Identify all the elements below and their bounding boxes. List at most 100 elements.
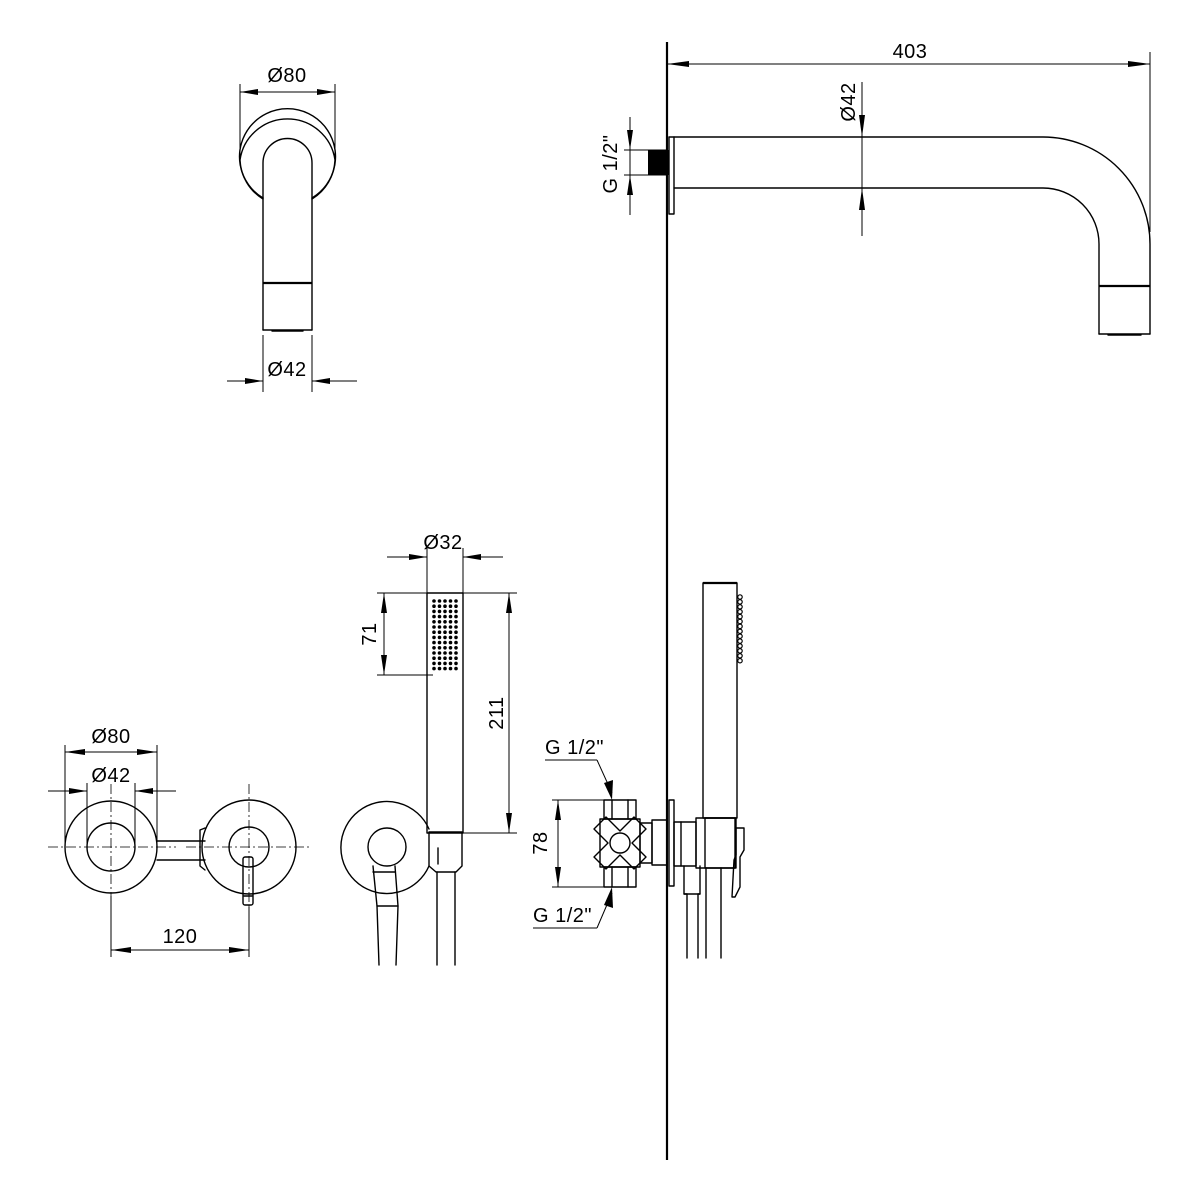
nozzle-dot xyxy=(432,656,436,660)
handshower-front-view xyxy=(340,592,464,966)
side-nozzle-dot xyxy=(737,613,743,620)
nozzle-dot xyxy=(432,614,436,619)
nozzle-dot xyxy=(454,640,458,645)
nozzle-dot xyxy=(437,656,442,660)
dim-top-left-80: Ø80 xyxy=(239,65,336,160)
handshower-nozzle-grid xyxy=(432,599,458,671)
nozzle-dot xyxy=(448,614,453,619)
nozzle-dot xyxy=(454,599,458,603)
nozzle-dot xyxy=(454,646,458,650)
nozzle-dot xyxy=(432,666,436,671)
dim-mixer-42: Ø42 xyxy=(48,765,176,847)
nozzle-dot xyxy=(443,640,447,645)
nozzle-dot xyxy=(437,625,442,629)
nozzle-dot xyxy=(443,651,447,655)
nozzle-dot xyxy=(437,599,442,603)
nozzle-dot xyxy=(443,666,447,671)
spout-front-view xyxy=(238,108,337,332)
dim-top-left-42: Ø42 xyxy=(227,335,357,392)
nozzle-dot xyxy=(437,651,442,655)
nozzle-dot xyxy=(448,640,453,645)
nozzle-dot xyxy=(443,661,447,666)
nozzle-dot xyxy=(432,599,436,603)
nozzle-dot xyxy=(432,630,436,634)
nozzle-dot xyxy=(448,625,453,629)
nozzle-dot xyxy=(454,651,458,655)
dim-label-top-left-42: Ø42 xyxy=(267,359,306,381)
handshower-side-nozzles xyxy=(737,594,743,664)
nozzle-dot xyxy=(454,656,458,660)
dim-mixer-80: Ø80 xyxy=(64,726,158,847)
side-nozzle-dot xyxy=(737,652,743,659)
nozzle-dot xyxy=(454,614,458,619)
nozzle-dot xyxy=(454,635,458,640)
side-nozzle-dot xyxy=(737,633,743,640)
side-nozzle-dot xyxy=(737,603,743,610)
dim-label-valve-bottom: G 1/2" xyxy=(533,905,592,927)
nozzle-dot xyxy=(432,609,436,614)
nozzle-dot xyxy=(448,635,453,640)
nozzle-dot xyxy=(443,646,447,650)
side-nozzle-dot xyxy=(737,643,743,649)
nozzle-dot xyxy=(437,666,442,671)
nozzle-dot xyxy=(437,640,442,645)
nozzle-dot xyxy=(448,599,453,603)
nozzle-dot xyxy=(454,630,458,634)
dim-handshower-32: Ø32 xyxy=(387,532,503,593)
dim-label-valve-top: G 1/2" xyxy=(545,737,604,759)
nozzle-dot xyxy=(432,625,436,629)
mixer-front-view xyxy=(64,799,297,906)
nozzle-dot xyxy=(448,656,453,660)
leader-valve-bottom: G 1/2" xyxy=(533,887,613,929)
nozzle-dot xyxy=(454,609,458,614)
nozzle-dot xyxy=(454,625,458,629)
dim-spout-403: 403 xyxy=(667,41,1151,232)
dim-label-top-left-80: Ø80 xyxy=(267,65,306,87)
side-nozzle-dot xyxy=(737,638,743,644)
side-nozzle-dot xyxy=(737,599,743,605)
spout-side-view xyxy=(648,136,1151,336)
nozzle-dot xyxy=(443,604,447,608)
nozzle-dot xyxy=(437,630,442,634)
nozzle-dot xyxy=(437,604,442,608)
nozzle-dot xyxy=(432,640,436,645)
nozzle-dot xyxy=(448,651,453,655)
side-nozzle-dot xyxy=(737,648,743,654)
dim-label-valve-78: 78 xyxy=(530,831,552,854)
nozzle-dot xyxy=(432,604,436,608)
nozzle-dot xyxy=(443,630,447,634)
side-nozzle-dot xyxy=(737,594,743,600)
nozzle-dot xyxy=(454,604,458,608)
nozzle-dot xyxy=(437,635,442,640)
nozzle-dot xyxy=(443,635,447,640)
nozzle-dot xyxy=(443,599,447,603)
mixer-center-lines xyxy=(48,784,312,910)
nozzle-dot xyxy=(443,656,447,660)
nozzle-dot xyxy=(443,609,447,614)
nozzle-dot xyxy=(437,646,442,650)
nozzle-dot xyxy=(437,609,442,614)
dim-label-mixer-80: Ø80 xyxy=(91,726,130,748)
nozzle-dot xyxy=(437,661,442,666)
nozzle-dot xyxy=(448,646,453,650)
side-nozzle-dot xyxy=(737,623,743,630)
nozzle-dot xyxy=(448,609,453,614)
dim-handshower-71: 71 xyxy=(359,592,433,676)
dim-label-mixer-42: Ø42 xyxy=(91,765,130,787)
side-nozzle-dot xyxy=(737,628,743,635)
nozzle-dot xyxy=(448,620,453,624)
nozzle-dot xyxy=(432,661,436,666)
dim-label-handshower-71: 71 xyxy=(359,622,381,645)
dim-label-handshower-32: Ø32 xyxy=(423,532,462,554)
nozzle-dot xyxy=(448,604,453,608)
side-nozzle-dot xyxy=(737,608,743,615)
dim-spout-42: Ø42 xyxy=(838,82,865,236)
nozzle-dot xyxy=(454,620,458,624)
leader-valve-top: G 1/2" xyxy=(545,737,613,800)
dim-mixer-120: 120 xyxy=(110,896,250,957)
nozzle-dot xyxy=(443,614,447,619)
dim-label-mixer-120: 120 xyxy=(163,926,198,948)
nozzle-dot xyxy=(432,646,436,650)
nozzle-dot xyxy=(454,666,458,671)
